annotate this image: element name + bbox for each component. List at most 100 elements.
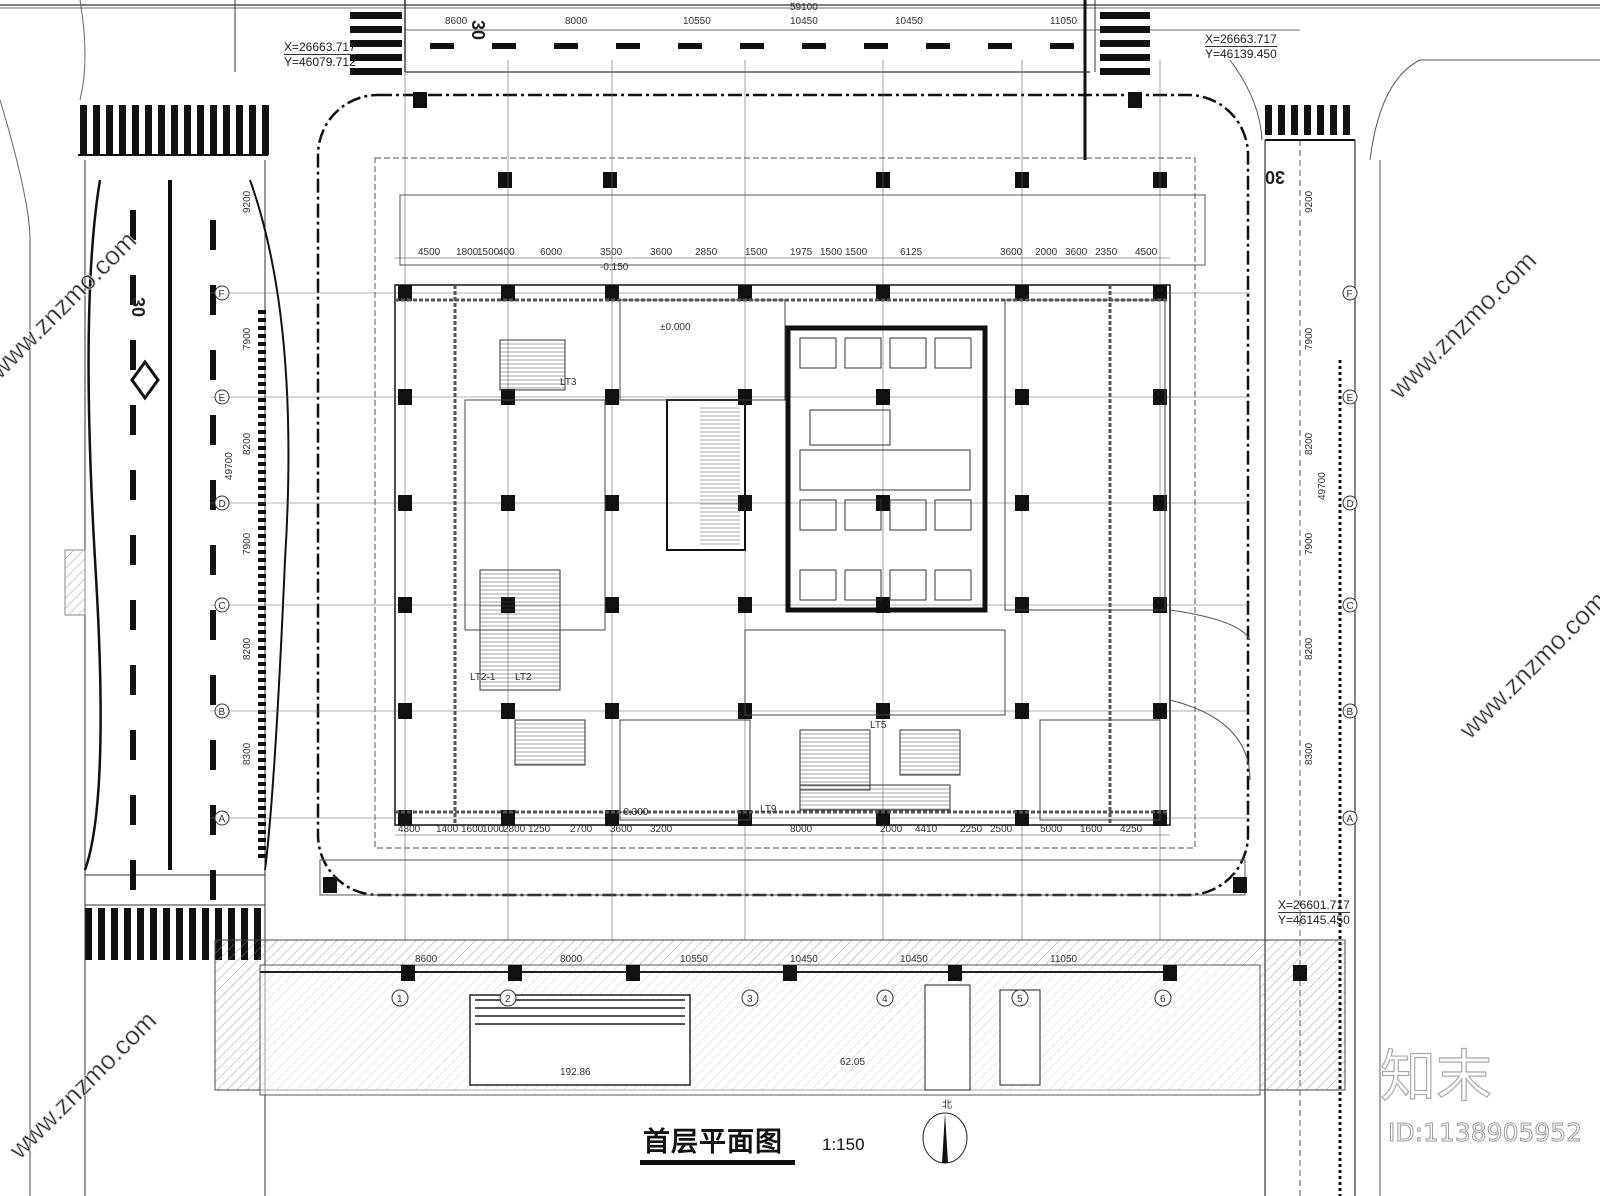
grid-bubble — [1342, 597, 1358, 613]
dimension-label: 4500 — [418, 247, 441, 258]
curb-mark — [258, 822, 266, 826]
curve — [79, 0, 86, 101]
crosswalk-stripe — [236, 105, 243, 155]
canopy — [399, 194, 1206, 266]
elevator — [889, 569, 927, 601]
stair — [799, 729, 871, 791]
dimension-label: 8000 — [790, 824, 813, 835]
lane-dash — [130, 470, 136, 500]
elevator — [799, 499, 837, 531]
watermark-text: www.znzmo.com — [1382, 245, 1542, 405]
north-label: 北 — [942, 1099, 952, 1111]
crosswalk-stripe — [350, 54, 402, 61]
stair — [514, 719, 586, 766]
curb-mark — [258, 846, 266, 850]
crosswalk-stripe — [197, 105, 204, 155]
lane-dash — [1050, 43, 1074, 49]
crosswalk-stripe — [210, 105, 217, 155]
grid-bubble — [1342, 285, 1358, 301]
curb-mark — [258, 790, 266, 794]
lane-dash — [210, 545, 216, 575]
dimension-label: 3600 — [650, 247, 673, 258]
curb-mark — [258, 422, 266, 426]
bus-stop — [64, 549, 86, 616]
grid-bubble — [1342, 810, 1358, 826]
elevator — [889, 337, 927, 369]
dimension-label: 7900 — [1304, 327, 1315, 350]
column — [1015, 389, 1029, 405]
column — [605, 285, 619, 301]
dimension-label: 10450 — [790, 16, 818, 27]
curb-mark — [258, 406, 266, 410]
lane-dash — [130, 860, 136, 890]
watermark-text: www.znzmo.com — [1452, 585, 1600, 745]
dimension-label: 1600 — [1080, 824, 1103, 835]
dimension-label: 3600 — [610, 824, 633, 835]
column — [876, 389, 890, 405]
crosswalk-stripe — [1330, 105, 1337, 135]
stair-label: LT5 — [870, 720, 887, 731]
column — [1153, 389, 1167, 405]
curb-mark — [258, 838, 266, 842]
dimension-label: 11050 — [1050, 16, 1078, 27]
curb-mark — [258, 622, 266, 626]
curb-mark — [258, 646, 266, 650]
dimension-label: 7900 — [242, 327, 253, 350]
crosswalk-stripe — [1317, 105, 1324, 135]
dimension-label: 2000 — [1035, 247, 1058, 258]
crosswalk-stripe — [228, 908, 235, 960]
dimension-label: 8200 — [1304, 432, 1315, 455]
curb-mark — [258, 326, 266, 330]
curb-mark — [258, 574, 266, 578]
dimension-label: 5000 — [1040, 824, 1063, 835]
lane-dash — [130, 665, 136, 695]
grid-column-label: 6 — [1160, 994, 1166, 1005]
room — [464, 399, 606, 631]
dimension-label: 1500 — [745, 247, 768, 258]
lane-dash — [130, 275, 136, 305]
dimension-label: 7900 — [242, 532, 253, 555]
room — [1039, 719, 1161, 821]
dimension-label: 8200 — [1304, 637, 1315, 660]
crosswalk-stripe — [254, 908, 261, 960]
column — [508, 965, 522, 981]
column — [1015, 495, 1029, 511]
column — [501, 703, 515, 719]
lane-dash — [130, 405, 136, 435]
elevator — [934, 337, 972, 369]
curb-mark — [258, 686, 266, 690]
lane-dash — [130, 600, 136, 630]
lane-dash — [926, 43, 950, 49]
grid-row-label: C — [1347, 601, 1354, 612]
column — [1153, 285, 1167, 301]
column — [1293, 965, 1307, 981]
watermark-text: www.znzmo.com — [0, 225, 142, 385]
elevator — [799, 569, 837, 601]
dimension-label: 3600 — [1065, 247, 1088, 258]
curb-mark — [258, 630, 266, 634]
column — [605, 810, 619, 826]
crosswalk-stripe — [85, 908, 92, 960]
curb-mark — [258, 518, 266, 522]
lane-dash — [210, 870, 216, 900]
grid-bubble — [214, 703, 230, 719]
crosswalk-stripe — [350, 12, 402, 19]
speed-mark: 30 — [468, 20, 488, 40]
lane-dash — [210, 675, 216, 705]
column — [605, 389, 619, 405]
dimension-label: 2500 — [990, 824, 1013, 835]
curb-mark — [258, 766, 266, 770]
grid-row-label: F — [1347, 289, 1353, 300]
column — [1153, 495, 1167, 511]
column — [501, 810, 515, 826]
dimension-label: 400 — [498, 247, 515, 258]
dimension-label: 8300 — [1304, 742, 1315, 765]
ramp-curve — [1169, 609, 1251, 641]
lane-dash — [616, 43, 640, 49]
curb-mark — [258, 334, 266, 338]
escalator-band — [469, 994, 691, 1086]
curb-mark — [258, 654, 266, 658]
curb-mark — [258, 510, 266, 514]
grid-row-label: E — [219, 393, 226, 404]
